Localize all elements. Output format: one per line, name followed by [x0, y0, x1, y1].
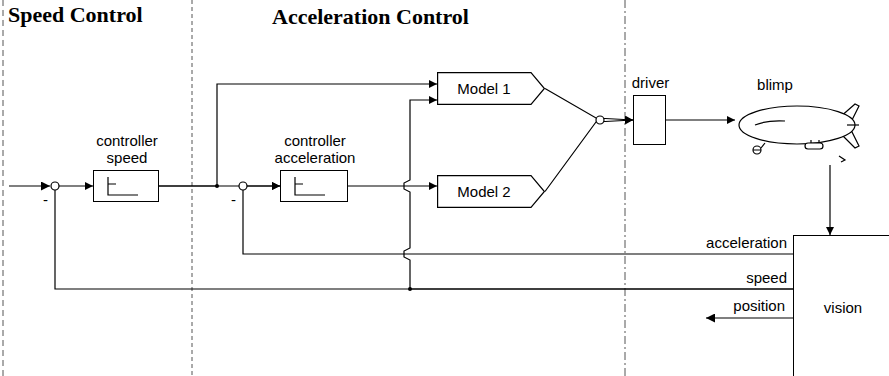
- minus-sign: -: [43, 191, 48, 208]
- branch-dot: [408, 287, 412, 291]
- step-symbol: [281, 171, 347, 201]
- controller-box: controller acceleration: [280, 170, 348, 202]
- block-text: Model 2: [457, 183, 510, 200]
- signal-line: [348, 185, 437, 186]
- summing-junction: [51, 182, 59, 190]
- block-title: driver: [603, 74, 699, 91]
- signal-name: acceleration: [706, 234, 787, 251]
- signal-line: [55, 186, 793, 289]
- section-heading: Acceleration Control: [272, 4, 469, 30]
- section-divider: [3, 0, 4, 376]
- section-divider: [192, 0, 193, 376]
- blimp-illustration: [735, 98, 860, 165]
- input-arrow: [9, 185, 50, 186]
- summing-junction: [596, 116, 604, 124]
- block-title: controller acceleration: [267, 132, 363, 166]
- block-text: Model 1: [457, 80, 510, 97]
- signal-line: [666, 119, 735, 120]
- signal-line: [829, 165, 830, 235]
- block-title: controller speed: [79, 132, 175, 166]
- model-block: Model 1: [437, 72, 545, 105]
- output-arrow: [706, 317, 793, 318]
- controller-box: controller speed: [93, 170, 159, 202]
- driver-box: driver: [633, 95, 666, 145]
- signal-line: [545, 89, 633, 121]
- vision-box: vision: [793, 235, 889, 376]
- signal-name: position: [733, 297, 785, 314]
- signal-name: speed: [746, 269, 787, 286]
- minus-sign: -: [231, 191, 236, 208]
- branch-dot: [215, 184, 219, 188]
- block-text: vision: [824, 299, 862, 316]
- step-symbol: [94, 171, 158, 201]
- section-heading: Speed Control: [8, 2, 143, 28]
- signal-line: [545, 120, 633, 192]
- blimp-figure: blimp: [735, 98, 860, 165]
- block-title: blimp: [727, 76, 823, 93]
- model-block: Model 2: [437, 175, 545, 208]
- summing-junction: [239, 182, 247, 190]
- section-divider: [625, 0, 626, 376]
- signal-line: [404, 100, 793, 289]
